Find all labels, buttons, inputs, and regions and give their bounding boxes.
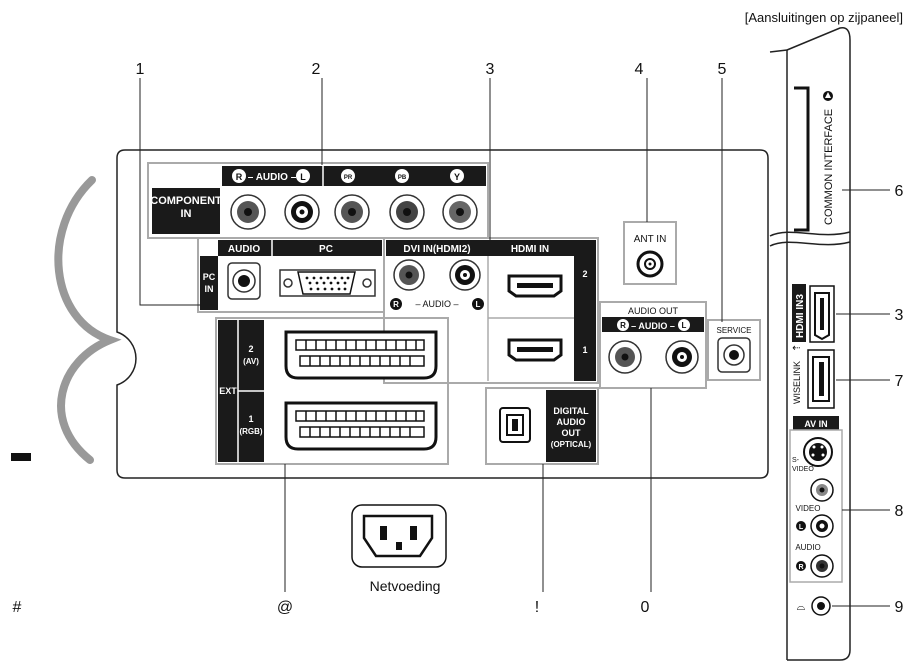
- svg-text:R: R: [236, 172, 243, 182]
- callout-3: 3: [486, 61, 495, 78]
- callout-numbers: 1 2 3 4 5 6 3 7 8 9 # @ ! 0: [13, 61, 904, 616]
- power-socket: [351, 504, 447, 568]
- svg-text:DVI IN(HDMI2): DVI IN(HDMI2): [403, 244, 470, 255]
- svg-text:1: 1: [582, 345, 587, 355]
- callout-1: 1: [136, 61, 145, 78]
- side-panel: COMMON INTERFACE HDMI IN3 WISELINK ⇡ AV …: [769, 27, 851, 661]
- svg-text:AUDIO: AUDIO: [557, 417, 586, 427]
- callout-excl: !: [535, 599, 539, 616]
- marker-rect: [11, 453, 31, 461]
- svg-text:AUDIO: AUDIO: [795, 543, 820, 552]
- svg-text:(RGB): (RGB): [239, 427, 262, 436]
- callout-9: 9: [895, 599, 904, 616]
- callout-hash: #: [13, 599, 22, 616]
- callout-2: 2: [312, 61, 321, 78]
- svg-text:IN: IN: [205, 284, 214, 294]
- svg-text:PC: PC: [203, 272, 216, 282]
- svg-text:2: 2: [248, 344, 253, 354]
- svg-text:– AUDIO –: – AUDIO –: [415, 299, 458, 309]
- service-port: SERVICE: [707, 319, 761, 381]
- callout-4: 4: [635, 61, 644, 78]
- svg-text:S-: S-: [792, 457, 800, 464]
- svg-text:HDMI IN3: HDMI IN3: [795, 294, 806, 338]
- svg-text:L: L: [799, 524, 804, 531]
- common-interface-label: COMMON INTERFACE: [823, 109, 835, 225]
- svg-text:(AV): (AV): [243, 357, 259, 366]
- svg-text:HDMI IN: HDMI IN: [511, 244, 549, 255]
- power-label: Netvoeding: [370, 578, 441, 594]
- svg-text:PC: PC: [319, 244, 333, 255]
- callout-6: 6: [895, 183, 904, 200]
- svg-text:(OPTICAL): (OPTICAL): [551, 440, 592, 449]
- svg-text:2: 2: [582, 269, 587, 279]
- svg-text:AV IN: AV IN: [804, 419, 827, 429]
- leader-lines: [139, 78, 890, 607]
- audio-out: AUDIO OUT R – AUDIO – L: [599, 301, 707, 389]
- callout-8: 8: [895, 503, 904, 520]
- svg-text:ANT IN: ANT IN: [634, 234, 667, 245]
- svg-text:1: 1: [248, 414, 253, 424]
- pc-in: AUDIO PC PC IN: [197, 237, 385, 313]
- callout-zero: 0: [641, 599, 650, 616]
- svg-text:EXT: EXT: [219, 386, 237, 396]
- caption: [Aansluitingen op zijpaneel]: [745, 10, 903, 25]
- component-label: COMPONENT: [150, 195, 222, 207]
- svg-text:OUT: OUT: [562, 428, 582, 438]
- svg-text:L: L: [682, 321, 687, 330]
- svg-text:⇡: ⇡: [792, 344, 803, 352]
- svg-text:PR: PR: [344, 175, 353, 181]
- svg-text:AUDIO: AUDIO: [228, 244, 260, 255]
- svg-text:VIDEO: VIDEO: [792, 466, 814, 473]
- svg-text:VIDEO: VIDEO: [796, 504, 821, 513]
- svg-text:R: R: [620, 321, 626, 330]
- component-label-in: IN: [181, 208, 192, 220]
- cable-curve: [54, 176, 122, 464]
- svg-text:R: R: [393, 300, 399, 309]
- component-in: COMPONENT IN R – AUDIO – L PR PB Y: [147, 162, 489, 239]
- svg-text:AUDIO OUT: AUDIO OUT: [628, 306, 679, 316]
- svg-text:WISELINK: WISELINK: [792, 361, 802, 404]
- svg-text:– AUDIO –: – AUDIO –: [631, 321, 675, 331]
- svg-text:L: L: [476, 300, 481, 309]
- svg-text:⌓: ⌓: [797, 601, 806, 613]
- svg-text:SERVICE: SERVICE: [717, 326, 752, 335]
- ant-in: ANT IN: [623, 221, 677, 285]
- callout-3-side: 3: [895, 307, 904, 324]
- callout-5: 5: [718, 61, 727, 78]
- callout-7: 7: [895, 373, 904, 390]
- callout-at: @: [277, 599, 293, 616]
- svg-text:– AUDIO –: – AUDIO –: [248, 172, 297, 183]
- svg-text:Y: Y: [454, 172, 460, 182]
- svg-text:L: L: [300, 172, 306, 182]
- svg-text:PB: PB: [398, 175, 407, 181]
- digital-audio-out: DIGITAL AUDIO OUT (OPTICAL): [485, 387, 599, 465]
- svg-text:DIGITAL: DIGITAL: [553, 406, 589, 416]
- dvi-hdmi-in: DVI IN(HDMI2) HDMI IN 2 1 R – AUDIO – L: [383, 237, 599, 384]
- rear-panel: [116, 149, 769, 479]
- svg-text:R: R: [798, 564, 803, 571]
- ext-scart: EXT 2 (AV) 1 (RGB): [215, 317, 449, 465]
